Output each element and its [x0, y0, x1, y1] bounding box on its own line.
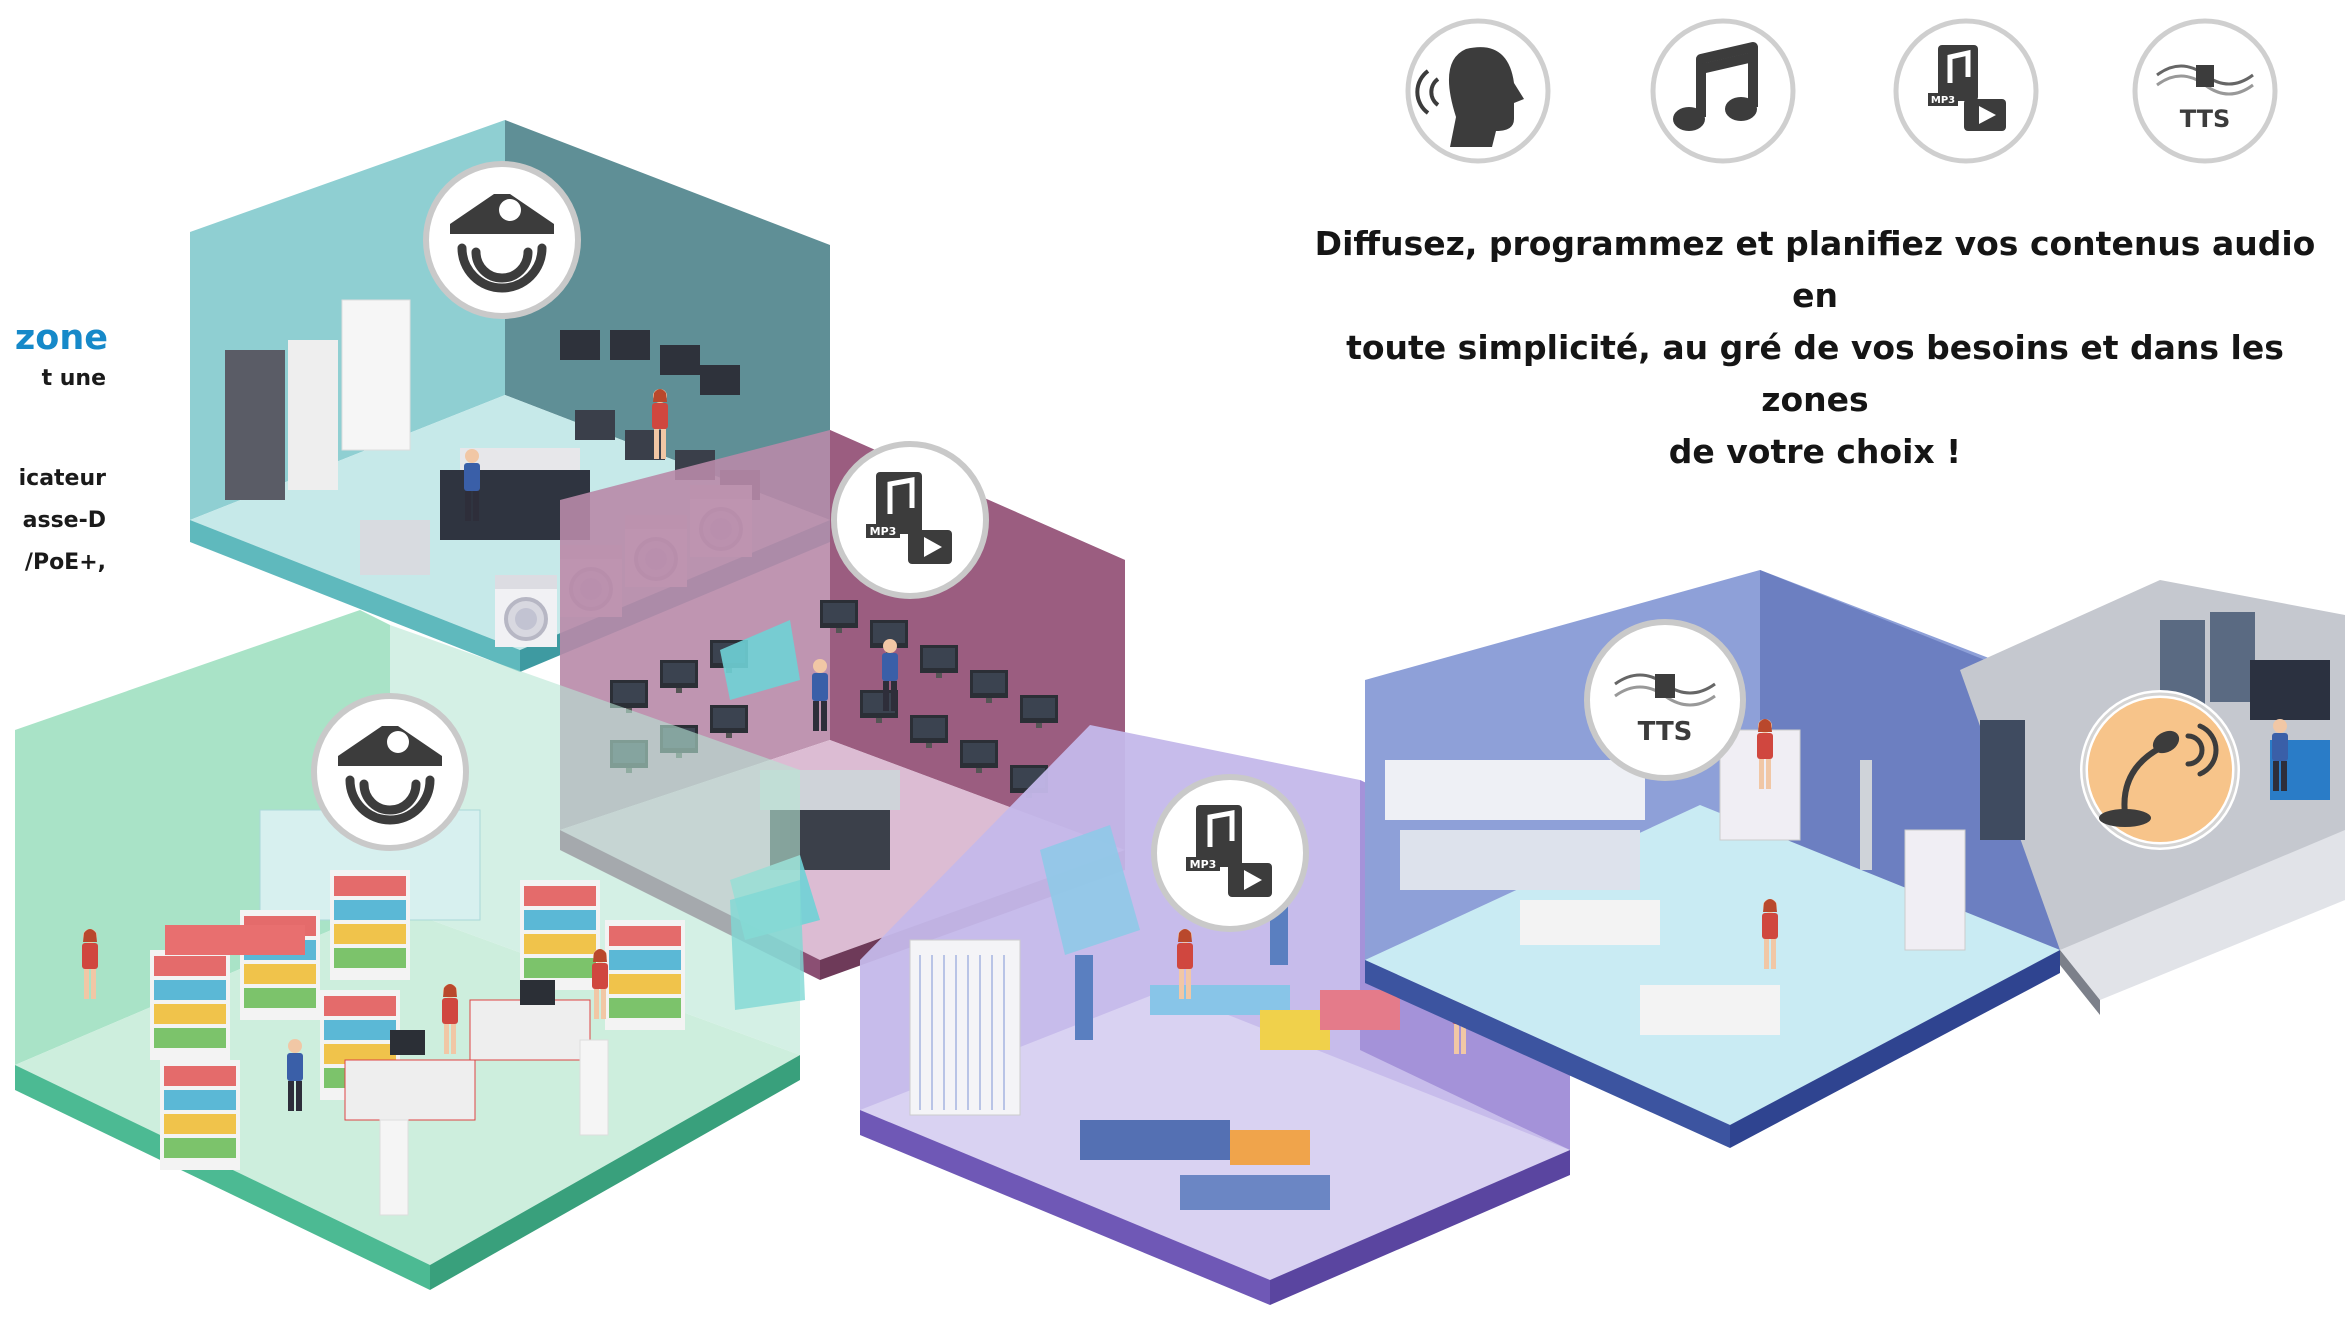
badge-text: TTS — [1638, 717, 1693, 747]
caption-text: Diffusez, programmez et planifiez vos co… — [1290, 218, 2340, 478]
badge-text: MP3 — [1190, 858, 1217, 871]
mp3-player-icon: MP3 — [1893, 18, 2039, 164]
mp3-player-icon: MP3 — [831, 441, 989, 599]
music-note-icon — [1650, 18, 1796, 164]
icon-badge-text: TTS — [2180, 105, 2231, 133]
voice-speaker-icon — [423, 161, 581, 319]
badge-text: MP3 — [870, 525, 897, 538]
text-line-3: asse-D — [22, 508, 106, 533]
text-to-speech-icon: TTS — [2132, 18, 2278, 164]
zone-heading: zone — [14, 318, 108, 358]
text-line-4: /PoE+, — [24, 550, 106, 575]
zone-cosmetics-store — [1365, 570, 2060, 1148]
caption-line-3: de votre choix ! — [1668, 432, 1962, 471]
microphone-icon — [2080, 690, 2240, 850]
caption-line-2: toute simplicité, au gré de vos besoins … — [1346, 328, 2284, 419]
voice-announcement-icon — [1405, 18, 1551, 164]
voice-speaker-icon — [311, 693, 469, 851]
text-line-1: t une — [41, 366, 106, 391]
zone-supermarket — [15, 610, 805, 1290]
text-to-speech-icon: TTS — [1584, 619, 1746, 781]
icon-badge-text: MP3 — [1931, 95, 1955, 106]
caption-line-1: Diffusez, programmez et planifiez vos co… — [1314, 224, 2316, 315]
mp3-player-icon: MP3 — [1151, 774, 1309, 932]
text-line-2: icateur — [18, 466, 106, 491]
